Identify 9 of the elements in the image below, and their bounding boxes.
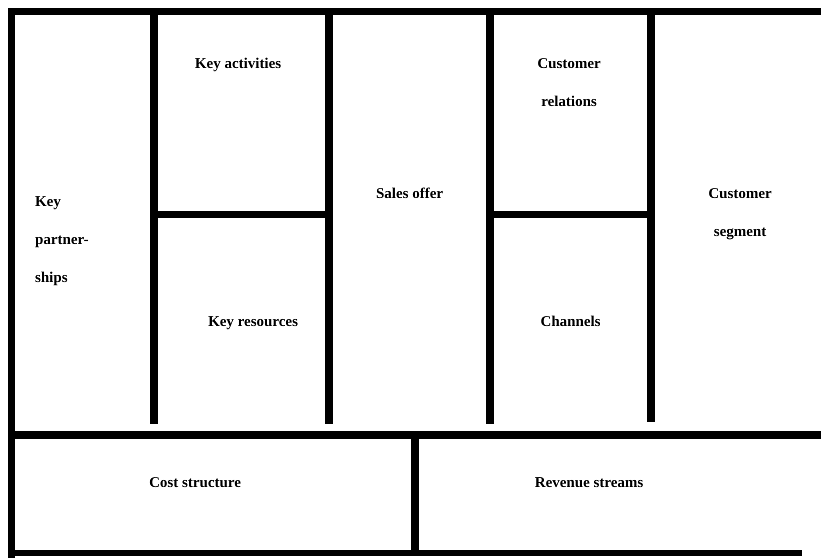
section-title: Sales offer (374, 185, 444, 204)
section-title: Customer relations (536, 55, 602, 112)
section-title: Key resources (208, 313, 298, 332)
section-title: Key activities (194, 55, 282, 74)
section-title: Revenue streams (534, 474, 644, 493)
section-title: Channels (539, 313, 602, 332)
section-title: Cost structure (148, 474, 242, 493)
section-title: Customer segment (707, 185, 773, 242)
section-title: Key partner-ships (35, 193, 90, 288)
